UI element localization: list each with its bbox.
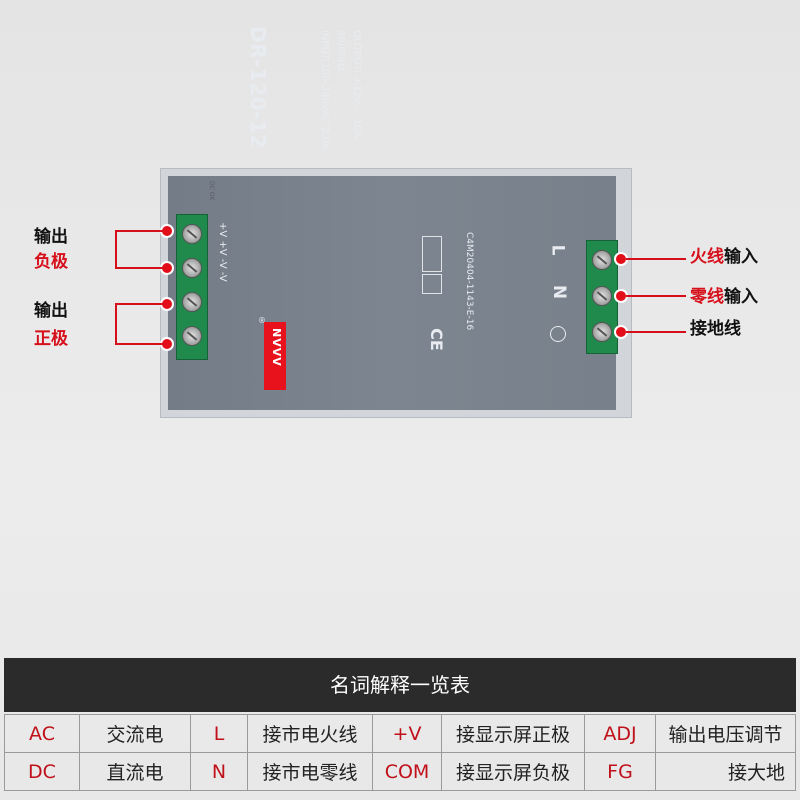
live-accent: 火线 [690, 247, 724, 267]
glossary-title: 名词解释一览表 [4, 658, 796, 712]
terminal-screw [182, 292, 202, 312]
output-neg-label-2: 负极 [34, 252, 68, 272]
callout-line [115, 343, 163, 345]
neutral-input-label: 零线输入 [690, 289, 758, 306]
output-terminal-labels: +V +V -V -V [217, 222, 228, 282]
callout-line [115, 303, 117, 345]
registered-mark: ® [258, 316, 266, 325]
terminal-screw [592, 250, 612, 270]
model-number: DR-120-12 [246, 26, 270, 149]
table-cell: 接显示屏正极 [441, 714, 585, 753]
table-cell: 交流电 [79, 714, 191, 753]
neutral-accent: 零线 [690, 287, 724, 307]
live-label: L [547, 244, 568, 256]
certificate-code: C4M20404-1143-E-16 [464, 232, 474, 331]
table-row: DC 直流电 N 接市电零线 COM 接显示屏负极 FG 接大地 [4, 752, 796, 791]
ground-symbol-icon [550, 326, 566, 342]
emc-badge [422, 236, 442, 272]
table-cell: 接大地 [655, 752, 796, 791]
callout-line [626, 331, 686, 333]
terminal-screw [182, 224, 202, 244]
frequency-spec: 50/60Hz [335, 30, 346, 72]
ce-mark: CE [426, 328, 446, 351]
table-cell: 接市电火线 [247, 714, 373, 753]
table-cell: ADJ [584, 714, 656, 753]
table-cell: +V [372, 714, 442, 753]
brand-logo: NVVV [264, 322, 286, 390]
dc-ok-label: DC OK [208, 181, 215, 201]
front-panel [168, 176, 616, 410]
table-cell: L [190, 714, 248, 753]
live-rest: 输入 [724, 247, 758, 267]
table-cell: 直流电 [79, 752, 191, 791]
terminal-screw [182, 258, 202, 278]
ground-label: 接地线 [690, 319, 741, 339]
table-cell: AC [4, 714, 80, 753]
input-spec: INPUT:100-240VAC 2.0A [319, 30, 330, 150]
callout-line [115, 267, 163, 269]
table-cell: 接显示屏负极 [441, 752, 585, 791]
table-cell: FG [584, 752, 656, 791]
output-pos-label-1: 输出 [34, 301, 68, 321]
table-cell: 输出电压调节 [655, 714, 796, 753]
cert-logo-icon [422, 274, 442, 294]
glossary-table: AC 交流电 L 接市电火线 +V 接显示屏正极 ADJ 输出电压调节 DC 直… [4, 714, 796, 791]
output-pos-label-2: 正极 [34, 329, 68, 349]
table-cell: DC [4, 752, 80, 791]
terminal-screw [592, 322, 612, 342]
table-cell: 接市电零线 [247, 752, 373, 791]
output-spec: OUTPUT: +12V ⎓ 10A [351, 30, 362, 139]
callout-line [115, 303, 163, 305]
output-neg-label-1: 输出 [34, 227, 68, 247]
callout-line [115, 230, 117, 269]
neutral-rest: 输入 [724, 287, 758, 307]
callout-line [626, 295, 686, 297]
table-row: AC 交流电 L 接市电火线 +V 接显示屏正极 ADJ 输出电压调节 [4, 714, 796, 753]
terminal-screw [182, 326, 202, 346]
terminal-screw [592, 286, 612, 306]
live-input-label: 火线输入 [690, 249, 758, 266]
table-cell: COM [372, 752, 442, 791]
callout-line [115, 230, 163, 232]
power-supply-unit [160, 168, 632, 418]
callout-line [626, 258, 686, 260]
neutral-label: N [549, 284, 570, 300]
table-cell: N [190, 752, 248, 791]
